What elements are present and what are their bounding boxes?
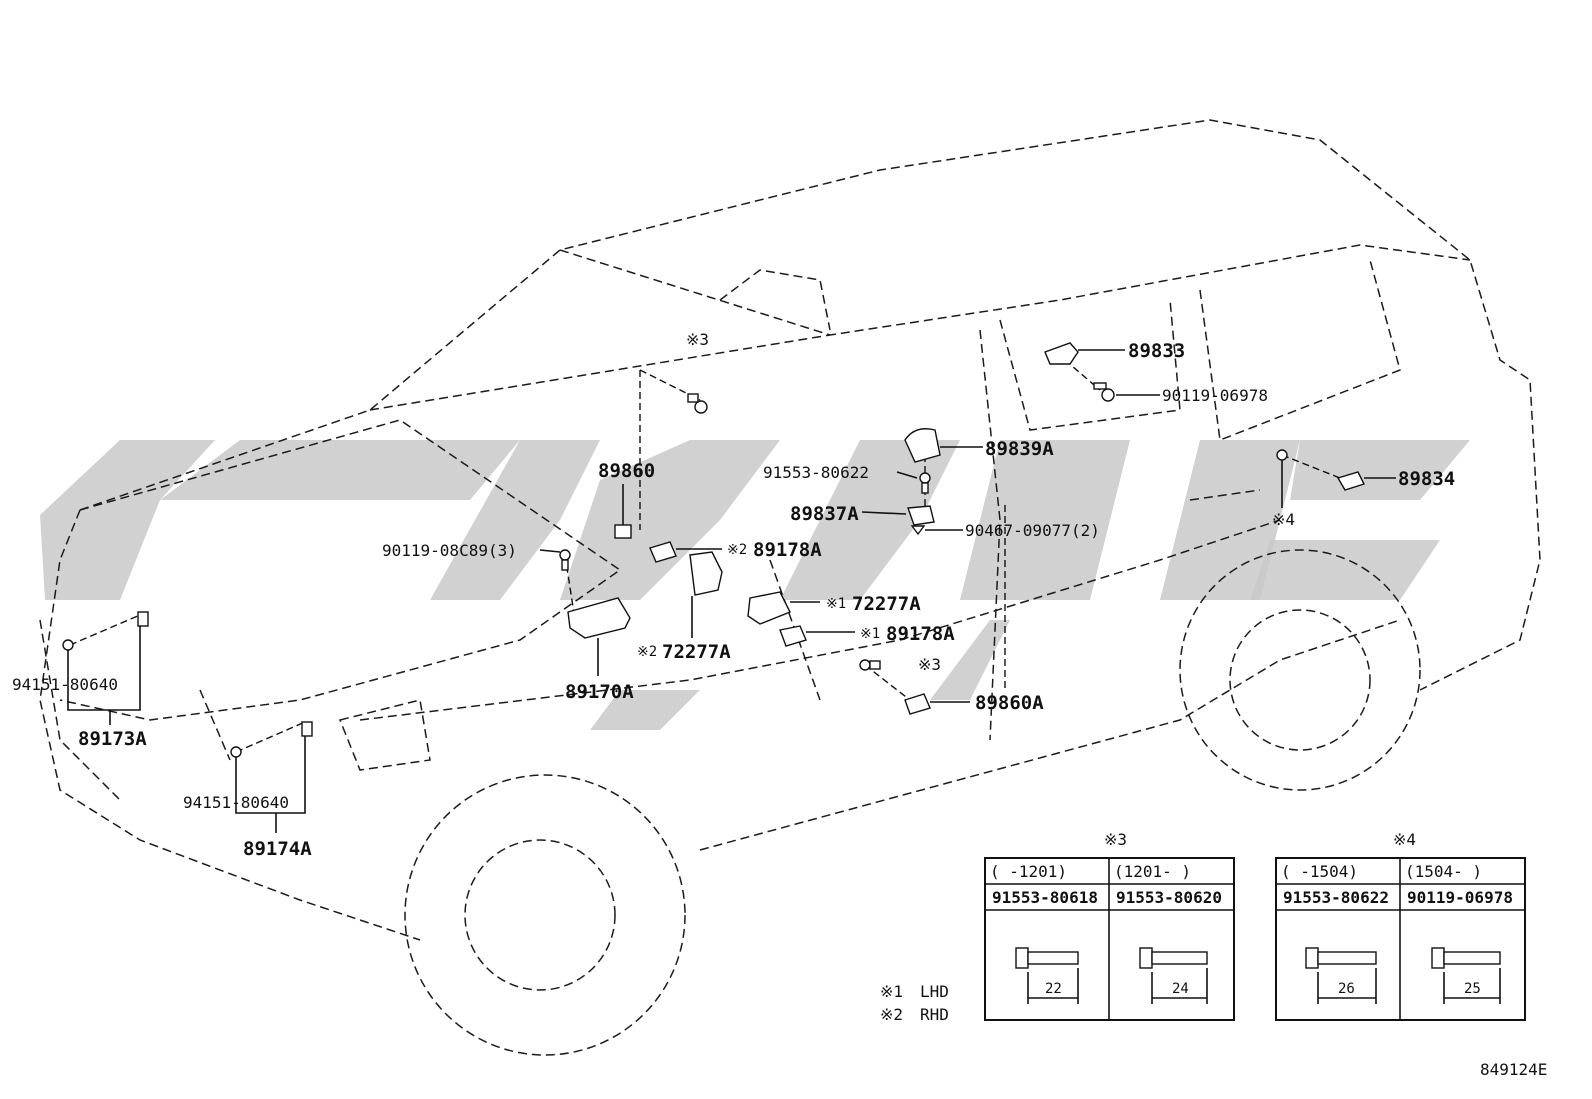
table4-bolt2-icon	[1431, 947, 1501, 1004]
note-ref-2-b: ※2	[637, 644, 657, 660]
note-ref-1-b: ※1	[860, 626, 880, 642]
table3-col2-part: 91553-80620	[1116, 888, 1222, 907]
label-89860A: 89860A	[975, 692, 1044, 714]
sensor-89174A-left-icon	[230, 746, 242, 758]
table3-col1-part: 91553-80618	[992, 888, 1098, 907]
label-89174A: 89174A	[243, 838, 312, 860]
sensor-89174A-right-icon	[301, 721, 313, 737]
bolt-note3-mid-icon	[859, 659, 881, 671]
sensor-89173A-left-icon	[62, 639, 74, 651]
sensor-89178A-upper-icon	[649, 541, 677, 563]
sensor-89839A-icon	[904, 428, 941, 463]
table4-col2-length: 25	[1464, 981, 1481, 997]
label-90119-06978: 90119-06978	[1162, 386, 1268, 405]
sensor-89834-icon	[1336, 471, 1365, 491]
legend-mark-2: ※2	[880, 1005, 903, 1024]
table3-bolt2-icon	[1139, 947, 1208, 1004]
table3-col1-range: ( -1201)	[990, 862, 1067, 881]
diagram-code: 849124E	[1480, 1060, 1547, 1079]
bolt-90119-08C89-icon	[559, 549, 571, 571]
table4-col2-part: 90119-06978	[1407, 888, 1513, 907]
legend: ※1 LHD ※2 RHD	[880, 982, 949, 1024]
bracket-72277A-lower-icon	[747, 591, 791, 625]
legend-text-rhd: RHD	[920, 1005, 949, 1024]
table3-title: ※3	[1104, 830, 1127, 849]
table4-title: ※4	[1393, 830, 1416, 849]
sensor-89833-icon	[1044, 342, 1079, 365]
watermark-logo	[40, 440, 1470, 730]
legend-text-lhd: LHD	[920, 982, 949, 1001]
label-94151-80640-front: 94151-80640	[12, 675, 118, 694]
bolt-table-note3: ※3 ( -1201) (1201- ) 91553-80618 91553-8…	[984, 830, 1235, 1021]
label-89834: 89834	[1398, 468, 1455, 490]
table3-col2-length: 24	[1172, 981, 1189, 997]
sensor-89178A-lower-icon	[779, 625, 807, 647]
table4-col2-range: (1504- )	[1405, 862, 1482, 881]
label-89837A: 89837A	[790, 503, 859, 525]
table4-bolt1-icon	[1305, 947, 1377, 1004]
part-labels: 89833 90119-06978 89839A 91553-80622 898…	[12, 330, 1455, 860]
label-90467-09077: 90467-09077(2)	[965, 521, 1100, 540]
bolt-note3-top-icon	[687, 393, 708, 414]
label-90119-08C89: 90119-08C89(3)	[382, 541, 517, 560]
label-89178A-lower: 89178A	[886, 623, 955, 645]
note-ref-3-top: ※3	[686, 330, 709, 349]
label-72277A-lower: 72277A	[852, 593, 921, 615]
label-89839A: 89839A	[985, 438, 1054, 460]
table4-col1-length: 26	[1338, 981, 1355, 997]
label-89860: 89860	[598, 460, 655, 482]
table4-col1-part: 91553-80622	[1283, 888, 1389, 907]
bolt-91553-80622-icon	[919, 472, 931, 494]
legend-mark-1: ※1	[880, 982, 903, 1001]
label-89170A: 89170A	[565, 681, 634, 703]
table3-bolt1-icon	[1015, 947, 1079, 1004]
bolt-89834-mount-icon	[1276, 449, 1288, 461]
note-ref-2-a: ※2	[727, 542, 747, 558]
label-89173A: 89173A	[78, 728, 147, 750]
table4-col1-range: ( -1504)	[1281, 862, 1358, 881]
airbag-sensor-89170A-icon	[567, 597, 631, 639]
label-89178A-upper: 89178A	[753, 539, 822, 561]
note-ref-3-mid: ※3	[918, 655, 941, 674]
note-ref-1-a: ※1	[826, 596, 846, 612]
sensor-89860-icon	[614, 524, 632, 539]
clip-90467-09077-icon	[910, 525, 926, 536]
label-94151-80640-rear: 94151-80640	[183, 793, 289, 812]
bracket-89837A-icon	[907, 505, 935, 526]
label-89833: 89833	[1128, 340, 1185, 362]
bracket-72277A-upper-icon	[689, 551, 723, 596]
label-72277A-upper: 72277A	[662, 641, 731, 663]
label-91553-80622: 91553-80622	[763, 463, 869, 482]
leader-lines	[67, 349, 1396, 833]
sensor-89860A-icon	[904, 693, 931, 715]
table3-col1-length: 22	[1045, 981, 1062, 997]
vehicle-outline	[39, 119, 1541, 1056]
sensor-89173A-right-icon	[137, 611, 149, 627]
bolt-90119-06978-icon	[1093, 382, 1115, 402]
table3-col2-range: (1201- )	[1114, 862, 1191, 881]
bolt-table-note4: ※4 ( -1504) (1504- ) 91553-80622 90119-0…	[1275, 830, 1526, 1021]
note-ref-4: ※4	[1272, 510, 1295, 529]
